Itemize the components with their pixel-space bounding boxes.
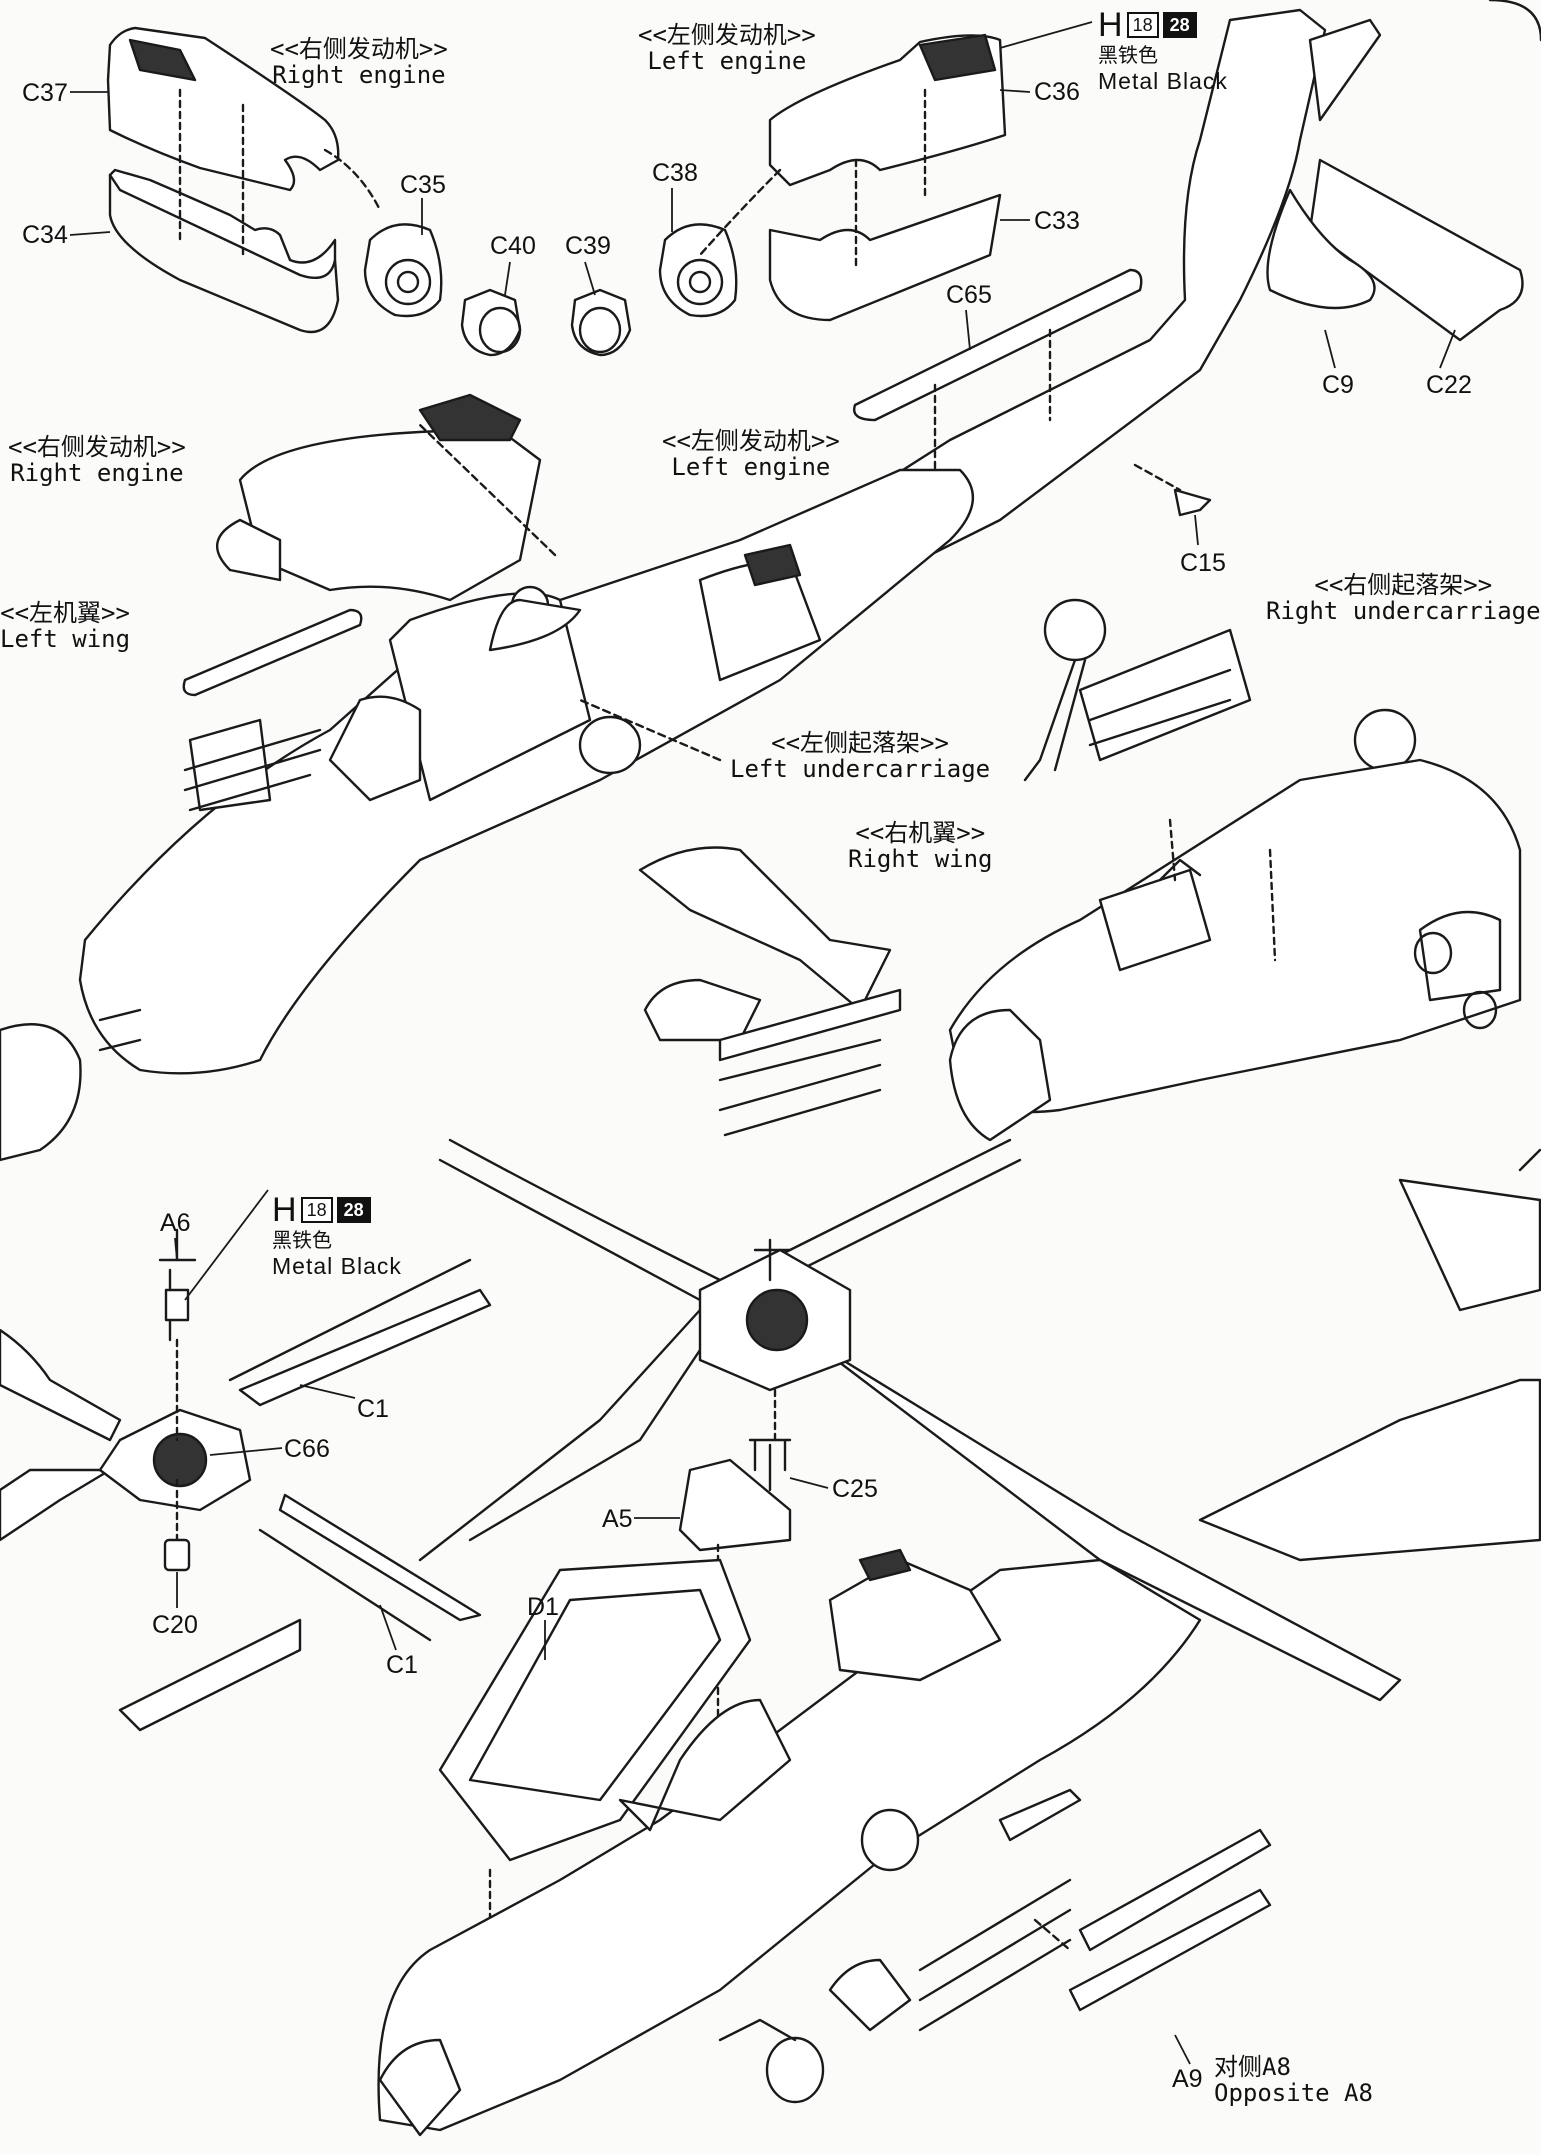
leader-c25 xyxy=(789,1477,829,1489)
part-c66: C66 xyxy=(284,1435,330,1463)
main-fuselage-right-view xyxy=(948,758,1522,1142)
intake-c35 xyxy=(363,223,443,318)
part-a9: A9 xyxy=(1172,2065,1203,2093)
label-en: Left engine xyxy=(671,453,831,481)
label-en: Opposite A8 xyxy=(1214,2079,1373,2107)
label-en: Left undercarriage xyxy=(730,755,991,783)
label-left-engine-mid: <<左侧发动机>> Left engine xyxy=(662,428,840,480)
part-c35: C35 xyxy=(400,171,446,199)
leader-c22 xyxy=(1439,329,1456,369)
label-right-engine-top: <<右侧发动机>> Right engine xyxy=(270,36,448,88)
label-left-undercarriage: <<左侧起落架>> Left undercarriage xyxy=(730,730,990,782)
part-c33: C33 xyxy=(1034,207,1080,235)
leader-a6 xyxy=(174,1237,178,1261)
label-en: Left wing xyxy=(0,625,131,653)
leader-a9 xyxy=(1174,2034,1191,2065)
label-en: Right engine xyxy=(10,459,184,487)
exhaust-c40 xyxy=(460,288,522,357)
label-zh: <<右侧发动机>> xyxy=(8,433,186,461)
label-left-engine-top: <<左侧发动机>> Left engine xyxy=(638,22,816,74)
part-c20: C20 xyxy=(152,1611,198,1639)
intake-c38 xyxy=(658,223,738,318)
label-zh: <<右机翼>> xyxy=(855,819,986,847)
right-wing-mid xyxy=(638,846,902,1137)
label-en: Left engine xyxy=(647,47,807,75)
tail-part-c15 xyxy=(1133,463,1212,517)
leader-paint-top xyxy=(999,21,1093,49)
paint-callout-top: H 18 28 黑铁色 Metal Black xyxy=(1098,8,1228,94)
part-c38: C38 xyxy=(652,159,698,187)
leader-paint-rotor xyxy=(184,1189,269,1301)
paint-letter: H xyxy=(1098,6,1123,44)
label-zh: <<右侧起落架>> xyxy=(1314,571,1493,599)
paint-name-en: Metal Black xyxy=(272,1253,402,1279)
part-c39: C39 xyxy=(565,232,611,260)
main-fuselage-bottom xyxy=(377,1548,1272,2137)
paint-code-secondary: 28 xyxy=(336,1197,371,1223)
label-right-wing: <<右机翼>> Right wing xyxy=(848,820,993,872)
part-c40: C40 xyxy=(490,232,536,260)
part-c65: C65 xyxy=(946,281,992,309)
upper-cover-c65 xyxy=(853,268,1143,482)
leader-c40 xyxy=(504,261,511,296)
part-c25: C25 xyxy=(832,1475,878,1503)
paint-name-zh: 黑铁色 xyxy=(272,1230,332,1252)
label-en: Right engine xyxy=(272,61,446,89)
part-c1-upper: C1 xyxy=(357,1395,389,1423)
main-rotor-assembly xyxy=(0,1228,492,1732)
leader-c34 xyxy=(69,231,111,236)
label-zh: <<右侧发动机>> xyxy=(270,35,448,63)
undercarriage-detail xyxy=(1023,598,1417,862)
part-c15: C15 xyxy=(1180,549,1226,577)
part-c34: C34 xyxy=(22,221,68,249)
exhaust-c39 xyxy=(570,288,632,357)
label-left-wing: <<左机翼>> Left wing xyxy=(0,600,130,652)
label-zh: 对侧A8 xyxy=(1214,2053,1291,2081)
leader-c1-upper xyxy=(299,1384,356,1399)
paint-letter: H xyxy=(272,1191,297,1229)
label-zh: <<左侧起落架>> xyxy=(771,729,949,757)
page-corner-line xyxy=(1488,0,1541,42)
left-wing-mid xyxy=(182,608,363,812)
left-engine-cover-assembly xyxy=(698,33,1007,322)
paint-name-zh: 黑铁色 xyxy=(1098,45,1158,67)
label-right-undercarriage: <<右侧起落架>> Right undercarriage xyxy=(1266,572,1541,624)
part-c36: C36 xyxy=(1034,78,1080,106)
paint-name-en: Metal Black xyxy=(1098,68,1228,94)
leader-c39 xyxy=(584,261,596,296)
paint-code-primary: 18 xyxy=(300,1197,333,1223)
part-c37: C37 xyxy=(22,79,68,107)
label-en: Right wing xyxy=(848,845,993,873)
right-engine-cover-assembly xyxy=(106,26,382,334)
paint-code-secondary: 28 xyxy=(1162,12,1197,38)
part-a5: A5 xyxy=(602,1505,633,1533)
label-zh: <<左侧发动机>> xyxy=(662,427,840,455)
paint-code-primary: 18 xyxy=(1126,12,1159,38)
second-rotor-hub xyxy=(418,1138,1402,1702)
leader-c9 xyxy=(1324,329,1336,369)
label-zh: <<左机翼>> xyxy=(0,599,130,627)
label-right-engine-mid: <<右侧发动机>> Right engine xyxy=(8,434,186,486)
side-inset-helicopter xyxy=(1198,1148,1541,1562)
main-fuselage-mid xyxy=(0,393,974,1162)
label-zh: <<左侧发动机>> xyxy=(638,21,816,49)
label-opposite-a8: 对侧A8 Opposite A8 xyxy=(1214,2054,1373,2106)
label-en: Right undercarriage xyxy=(1266,597,1541,625)
leader-c15 xyxy=(1194,514,1199,546)
part-c22: C22 xyxy=(1426,371,1472,399)
part-a6: A6 xyxy=(160,1209,191,1237)
part-c1-lower: C1 xyxy=(386,1651,418,1679)
leader-c1-lower xyxy=(379,1604,397,1651)
leader-c66 xyxy=(209,1447,283,1456)
leader-c36 xyxy=(999,89,1031,93)
part-c9: C9 xyxy=(1322,371,1354,399)
part-d1: D1 xyxy=(527,1593,559,1621)
paint-callout-rotor: H 18 28 黑铁色 Metal Black xyxy=(272,1193,402,1279)
leader-c65 xyxy=(965,309,971,351)
